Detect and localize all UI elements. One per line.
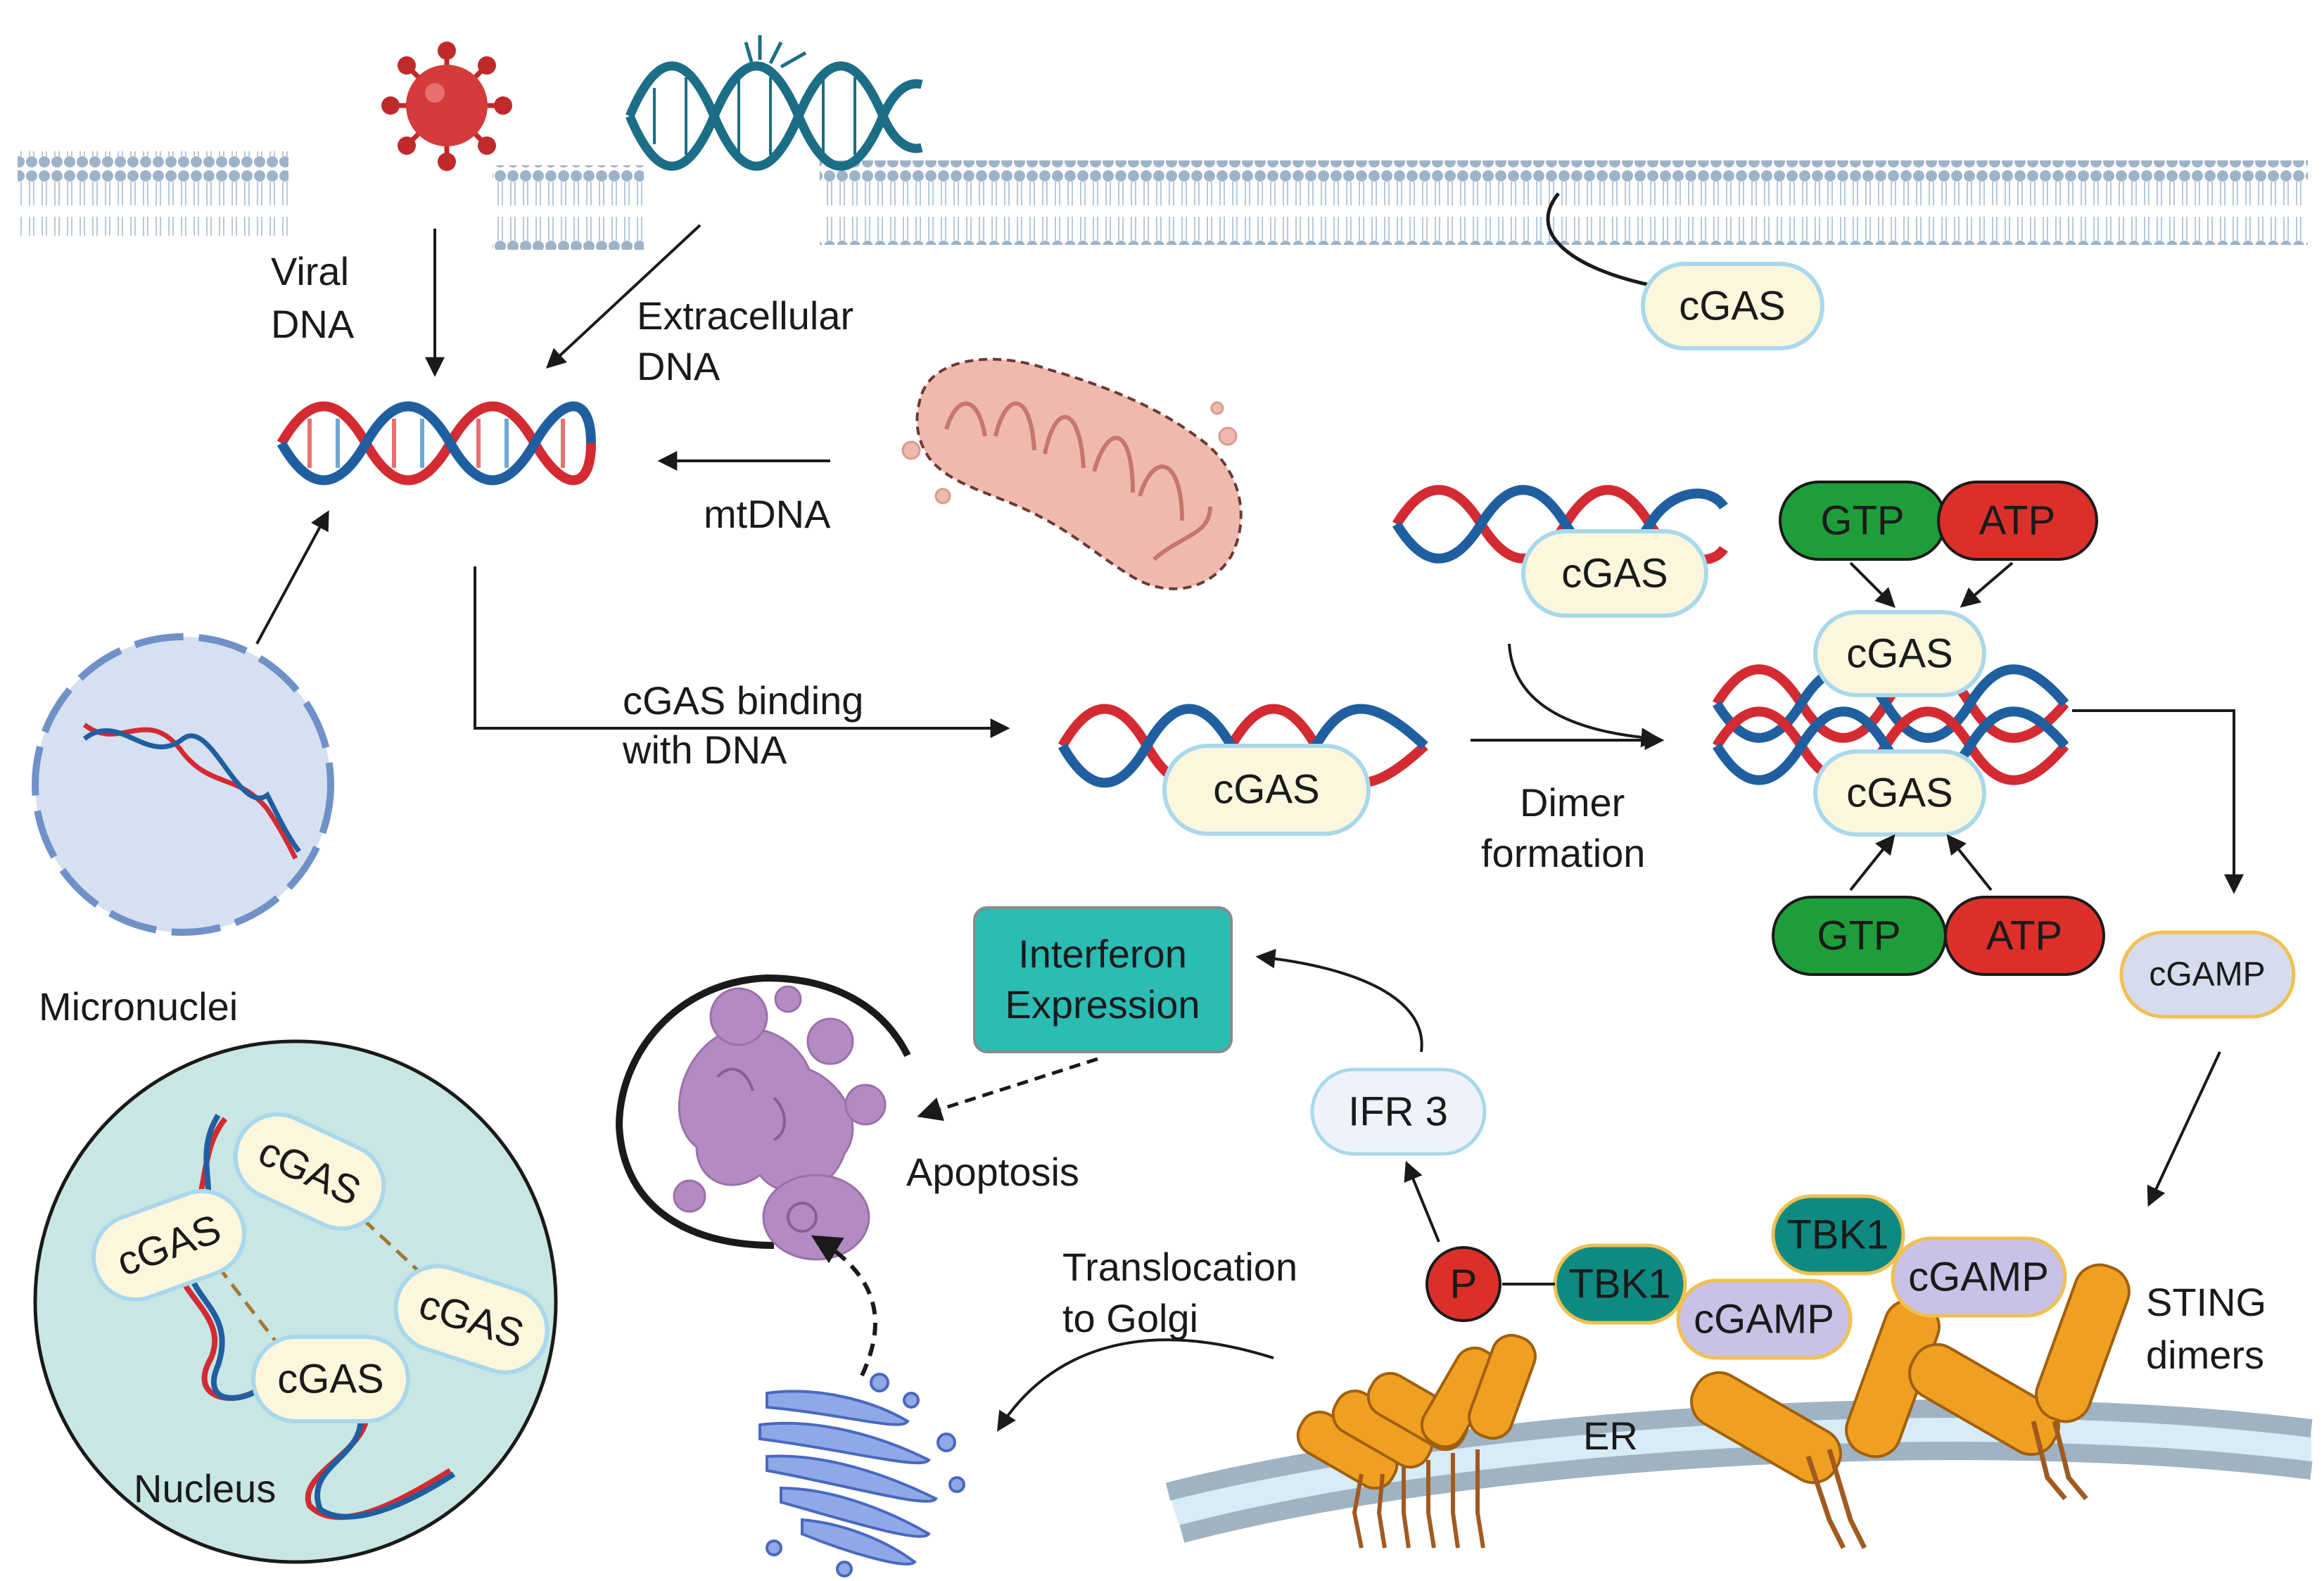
svg-text:ATP: ATP: [1986, 913, 2063, 959]
virus-icon: [381, 42, 512, 171]
golgi-to-apoptosis-arrow: [811, 1235, 877, 1377]
cytosolic-dna-icon: [277, 401, 596, 485]
dimer-label-2: formation: [1481, 831, 1645, 875]
gtp-top-arrow: [1849, 561, 1896, 608]
gtp-bottom-pill: GTP: [1772, 896, 1947, 976]
cgas-binding-label-1: cGAS binding: [623, 678, 863, 723]
cgas-binding-arrow: [474, 566, 1010, 738]
golgi-icon: [758, 1373, 965, 1577]
interferon-to-apoptosis-arrow: [917, 1057, 1098, 1122]
svg-text:P: P: [1450, 1262, 1478, 1307]
micronucleus-icon: [32, 633, 334, 936]
ifr3-pill: IFR 3: [1310, 1067, 1487, 1156]
mitochondrion-icon: [901, 357, 1243, 590]
translocation-label-2: to Golgi: [1062, 1296, 1198, 1340]
sting-dimer-1: [1690, 1298, 1941, 1549]
svg-text:cGAMP: cGAMP: [1694, 1297, 1834, 1342]
tbk1-right-pill: TBK1: [1771, 1194, 1905, 1276]
cgas-binding-label-2: with DNA: [622, 728, 787, 772]
mtdna-label: mtDNA: [704, 492, 831, 536]
svg-text:cGAS: cGAS: [277, 1357, 384, 1402]
cgas-membrane-label: cGAS: [1679, 284, 1786, 329]
interferon-expression-box: Interferon Expression: [973, 906, 1233, 1053]
nucleus-cgas-pill-1: cGAS: [233, 1112, 386, 1231]
sting-label-2: dimers: [2146, 1333, 2264, 1377]
extracellular-dna-label-2: DNA: [637, 344, 720, 388]
cgamp-free-pill: cGAMP: [2119, 930, 2296, 1019]
tbk1-left-pill: TBK1: [1553, 1243, 1687, 1325]
sting-dimer-2: [1908, 1263, 2131, 1501]
sting-label-1: STING: [2146, 1280, 2266, 1324]
nucleus-cgas-pill-3: cGAS: [393, 1264, 550, 1375]
sting-cluster-left: [1296, 1333, 1537, 1490]
atp-top-arrow: [1960, 561, 2014, 608]
micronuclei-arrow: [255, 510, 329, 645]
interferon-label-1: Interferon: [1018, 932, 1187, 976]
interferon-label-2: Expression: [1005, 982, 1200, 1027]
svg-text:TBK1: TBK1: [1786, 1212, 1888, 1258]
extracellular-dna-icon: [626, 35, 923, 171]
atp-top-pill: ATP: [1937, 481, 2098, 561]
svg-text:ATP: ATP: [1979, 498, 2056, 544]
cgas-dimer-bottom-label: cGAS: [1846, 770, 1953, 816]
cgamp-right-pill: cGAMP: [1891, 1236, 2067, 1318]
nucleus-cgas-pill-4: cGAS: [251, 1335, 410, 1423]
dimer-label-1: Dimer: [1520, 780, 1625, 825]
nucleus-cgas-pill-2: cGAS: [91, 1188, 246, 1302]
svg-text:cGAMP: cGAMP: [1908, 1255, 2049, 1300]
extracellular-dna-arrow: [545, 224, 701, 369]
atp-bottom-arrow: [1946, 834, 1993, 891]
apoptosis-label: Apoptosis: [906, 1150, 1079, 1194]
cgamp-production-arrow: [2072, 709, 2244, 894]
atp-bottom-pill: ATP: [1944, 896, 2105, 976]
micronuclei-label: Micronuclei: [39, 984, 238, 1029]
membrane-anchor-line: [1546, 192, 1651, 287]
plasma-membrane: [18, 151, 2308, 250]
cgas-membrane-pill: cGAS: [1641, 262, 1824, 350]
cgas-dimer-complex: cGAS cGAS: [1713, 610, 2069, 837]
nucleus-label: Nucleus: [134, 1466, 276, 1511]
viral-dna-label-1: Viral: [271, 249, 349, 293]
gtp-top-pill: GTP: [1779, 481, 1947, 561]
phosphate-circle: P: [1425, 1246, 1501, 1322]
cgamp-to-sting-arrow: [2147, 1051, 2221, 1207]
svg-text:IFR 3: IFR 3: [1348, 1089, 1448, 1135]
cgamp-left-pill: cGAMP: [1676, 1278, 1853, 1360]
svg-text:cGAMP: cGAMP: [2149, 956, 2265, 993]
ifr3-to-interferon-arrow: [1255, 948, 1423, 1053]
viral-dna-label-2: DNA: [271, 302, 355, 346]
er-label: ER: [1583, 1414, 1638, 1458]
cgas-top-dna-pill-label: cGAS: [1561, 551, 1668, 597]
svg-text:GTP: GTP: [1820, 498, 1904, 544]
cgas-binding-pill-label: cGAS: [1213, 767, 1320, 813]
svg-text:TBK1: TBK1: [1568, 1262, 1670, 1307]
sting-cluster-left-anchors: [1352, 1449, 1485, 1549]
translocation-arrow: [996, 1338, 1274, 1432]
extracellular-dna-label-1: Extracellular: [637, 293, 853, 338]
dna-cgas-complex: cGAS: [1058, 704, 1428, 836]
dimer-curve-arrow: [1508, 643, 1661, 748]
translocation-label-1: Translocation: [1062, 1245, 1297, 1289]
cgas-dimer-top-label: cGAS: [1846, 631, 1953, 677]
dna-cgas-top-complex: cGAS: [1392, 485, 1728, 618]
svg-text:GTP: GTP: [1817, 913, 1900, 959]
p-to-ifr3-arrow: [1404, 1160, 1440, 1243]
gtp-bottom-arrow: [1849, 834, 1896, 891]
apoptotic-cell-icon: [615, 974, 911, 1261]
